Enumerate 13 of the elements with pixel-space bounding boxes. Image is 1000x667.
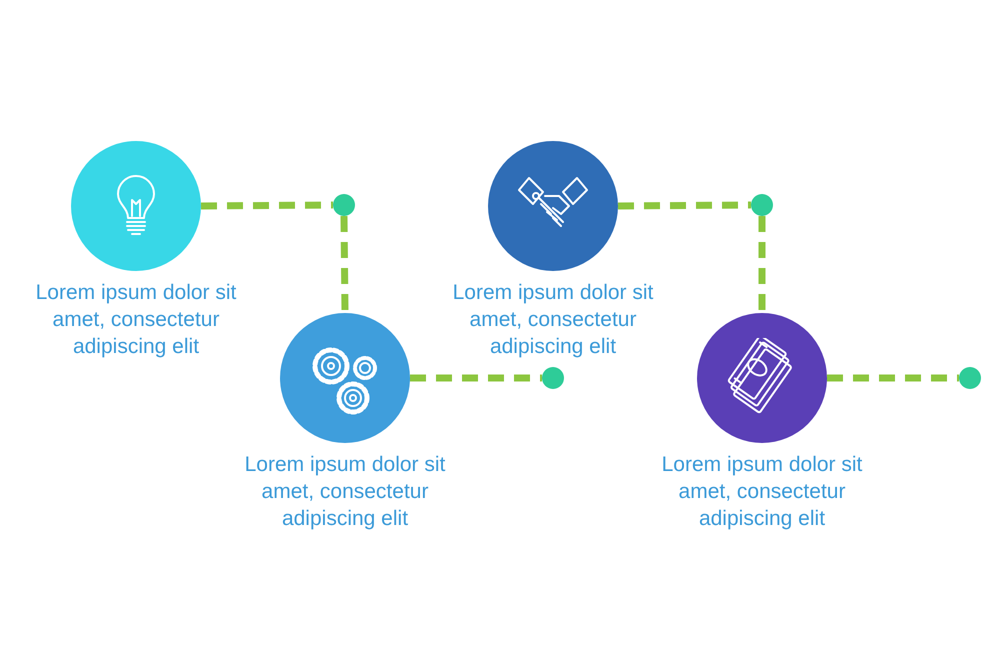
- dashed-connector: [200, 202, 334, 210]
- dashed-connector: [758, 216, 766, 313]
- connector-dot: [959, 367, 981, 389]
- dashed-connector: [827, 374, 959, 382]
- step-description: Lorem ipsum dolor sit amet, consectetur adipiscing elit: [244, 452, 446, 532]
- step-description: Lorem ipsum dolor sit amet, consectetur adipiscing elit: [452, 280, 654, 360]
- dashed-connector: [410, 374, 542, 382]
- connector-dot: [751, 194, 773, 216]
- dashed-connector: [618, 202, 752, 210]
- connector-dot: [333, 194, 355, 216]
- step-description: Lorem ipsum dolor sit amet, consectetur adipiscing elit: [660, 452, 864, 532]
- connector-dot: [542, 367, 564, 389]
- step-description: Lorem ipsum dolor sit amet, consectetur adipiscing elit: [34, 280, 238, 360]
